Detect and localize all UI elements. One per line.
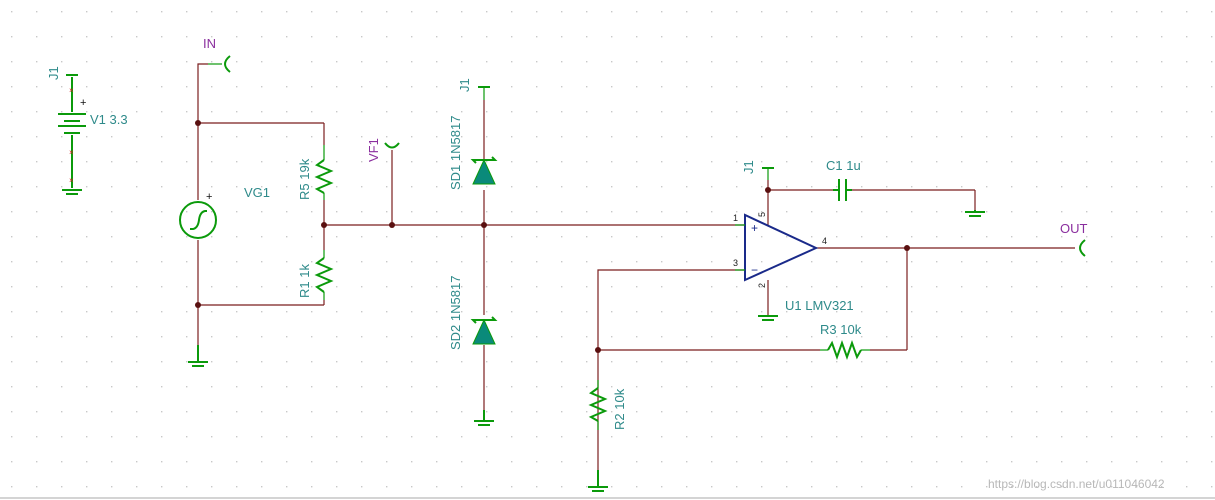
battery-v1-label: V1 3.3 bbox=[90, 112, 128, 127]
signal-generator-vg1[interactable] bbox=[179, 201, 217, 239]
ground-icon bbox=[474, 410, 494, 426]
resistor-r1-label: R1 1k bbox=[297, 264, 312, 298]
svg-text:×: × bbox=[69, 148, 74, 157]
sd1-supply-ref-label: J1 bbox=[457, 78, 472, 92]
ground-icon bbox=[188, 345, 208, 367]
capacitor-c1-label: C1 1u bbox=[826, 158, 861, 173]
vg1-label: VG1 bbox=[244, 185, 270, 200]
terminal-out-label: OUT bbox=[1060, 221, 1088, 236]
ground-icon bbox=[758, 315, 778, 321]
capacitor-c1[interactable] bbox=[833, 179, 852, 201]
diode-sd1-label: SD1 1N5817 bbox=[448, 116, 463, 190]
battery-v1-plus-sign: + bbox=[80, 97, 86, 109]
resistor-r5[interactable] bbox=[314, 145, 334, 200]
vg1-plus-sign: + bbox=[206, 191, 212, 203]
diode-sd1[interactable] bbox=[470, 156, 498, 185]
junction-dots bbox=[195, 120, 910, 353]
diode-sd2-label: SD2 1N5817 bbox=[448, 276, 463, 350]
opamp-pin-2: 2 bbox=[757, 283, 767, 288]
battery-v1[interactable]: × × × bbox=[58, 74, 86, 195]
terminal-vf1-label: VF1 bbox=[366, 138, 381, 162]
terminal-in-icon[interactable] bbox=[208, 55, 231, 73]
supply-terminal-u1 bbox=[762, 167, 774, 180]
u1-supply-ref-label: J1 bbox=[741, 160, 756, 174]
opamp-u1[interactable] bbox=[735, 213, 819, 282]
opamp-u1-label: U1 LMV321 bbox=[785, 298, 854, 313]
ground-icon bbox=[588, 470, 608, 492]
terminal-in-label: IN bbox=[203, 36, 216, 51]
resistor-r2[interactable] bbox=[588, 380, 608, 430]
opamp-pin-4: 4 bbox=[822, 236, 827, 246]
opamp-plus-sign: + bbox=[751, 221, 758, 235]
opamp-pin-5: 5 bbox=[757, 212, 767, 217]
diode-sd2[interactable] bbox=[470, 316, 498, 345]
ground-icon bbox=[965, 210, 985, 217]
opamp-pin-1: 1 bbox=[733, 213, 738, 223]
opamp-minus-sign: − bbox=[751, 263, 758, 277]
opamp-pin-3: 3 bbox=[733, 258, 738, 268]
watermark-text: https://blog.csdn.net/u011046042 bbox=[988, 477, 1165, 491]
svg-text:×: × bbox=[69, 86, 74, 95]
terminal-out-icon[interactable] bbox=[1079, 239, 1086, 257]
resistor-r3[interactable] bbox=[820, 340, 870, 360]
svg-text:×: × bbox=[69, 176, 74, 185]
battery-v1-ref-label: J1 bbox=[46, 66, 61, 80]
resistor-r2-label: R2 10k bbox=[612, 388, 627, 430]
terminal-vf1-icon[interactable] bbox=[384, 142, 400, 149]
resistor-r3-label: R3 10k bbox=[820, 322, 862, 337]
supply-terminal-sd1 bbox=[478, 86, 490, 100]
resistor-r1[interactable] bbox=[314, 250, 334, 300]
resistor-r5-label: R5 19k bbox=[297, 158, 312, 200]
